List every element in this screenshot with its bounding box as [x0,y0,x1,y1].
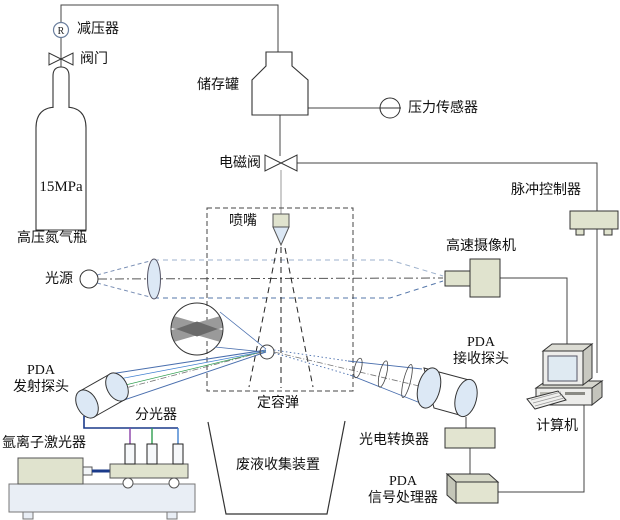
solenoid-valve-icon [264,154,298,172]
pulse-controller-label: 脉冲控制器 [511,183,581,198]
waste-collector [207,420,346,515]
pda-processor-label-line2: 信号处理器 [368,491,438,506]
nozzle-icon [272,213,290,228]
pda-receiver-label-line2: 接收探头 [453,352,509,367]
splitter-platform [109,463,189,479]
storage-tank [251,51,309,116]
waste-collector-label: 废液收集装置 [236,458,320,473]
pda-transmitter-label-line1: PDA [26,363,55,378]
photoelectric-converter-label: 光电转换器 [359,433,429,448]
receiver-back-lens [454,378,478,418]
pulse-controller-foot-left [575,228,585,236]
receiver-front-lens [416,367,442,409]
fiber-port-1 [124,443,136,465]
pda-processor-label-line1: PDA [388,474,417,489]
camera-signal-line [500,277,568,349]
laser-coupler [82,466,93,476]
chamber-label: 定容弹 [257,396,299,411]
pda-signal-processor-box [445,472,500,505]
processor-computer-line [498,404,585,493]
cylinder-pressure-label: 15MPa [39,179,83,195]
computer-icon [526,342,604,410]
camera-label: 高速摄像机 [446,239,516,254]
valve-icon [48,52,74,66]
source-diverging-beams [96,260,151,298]
lens-icon [147,258,161,300]
solenoid-to-controller-line [296,162,598,373]
pda-transmitter-label: PDA 发射探头 [6,362,76,396]
storage-tank-label: 储存罐 [197,78,239,93]
pressure-sensor-label: 压力传感器 [408,101,478,116]
cylinder-neck [52,66,70,108]
cone-segment-3 [401,364,413,398]
pressure-reducer-icon [52,21,70,39]
photoelectric-converter-box [444,427,496,449]
fiber-port-3 [172,443,184,465]
pda-receiver-label: PDA 接收探头 [443,334,519,368]
fiber-bus-line [83,416,178,429]
spray-cone [248,247,314,388]
pressure-reducer-symbol: R [58,26,65,37]
pda-transmitter-label-line2: 发射探头 [13,380,69,395]
argon-laser-head [17,457,84,485]
camera-barrel [444,270,471,287]
pulse-controller-box [569,210,619,230]
cone-segment-2 [377,360,389,388]
chamber-outline [206,207,354,392]
pda-processor-label: PDA 信号处理器 [362,473,444,507]
stage-wheel-right [168,477,180,489]
pda-transmitter-probe [75,372,129,419]
beam-splitter-assembly [83,416,179,444]
camera-body [469,258,501,298]
fiber-port-2 [146,443,158,465]
computer-label: 计算机 [536,419,578,434]
beam-splitter-label: 分光器 [135,408,177,423]
light-source-label: 光源 [45,272,73,287]
callout-circle [170,302,224,356]
pda-receiver-label-line1: PDA [466,335,495,350]
optical-bench [8,483,196,513]
pressure-reducer-label: 减压器 [77,22,119,37]
cone-segment-1 [353,357,363,379]
valve-label: 阀门 [80,52,108,67]
nozzle-tip-icon [272,226,290,247]
measurement-point [259,344,275,360]
stage-wheel-left [122,477,134,489]
beam-crossing-callout [170,302,267,356]
beam-top-line [154,259,444,277]
argon-laser-bench [8,443,196,520]
light-source-icon [79,269,99,289]
solenoid-valve-label: 电磁阀 [219,156,261,171]
high-speed-camera [444,258,501,298]
nitrogen-cylinder-label: 高压氮气瓶 [17,231,87,246]
receiver-beams [273,349,463,407]
transmitter-beams [109,349,267,401]
beam-bottom-line [154,280,444,299]
nozzle-label: 喷嘴 [229,214,257,229]
pda-receiver-probe [353,357,478,418]
pulse-controller-foot-right [603,228,613,236]
gas-cylinder [35,66,87,231]
argon-laser-label: 氩离子激光器 [2,436,86,451]
cylinder-body [35,106,87,231]
